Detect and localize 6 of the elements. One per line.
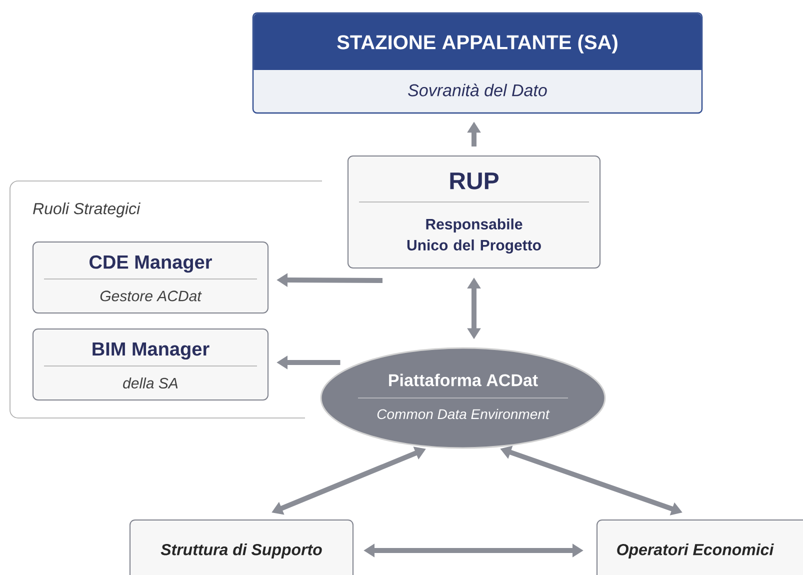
actor-box: Operatori Economici [596,520,803,575]
role-box: RUP Responsabile Unico del Progetto [348,156,600,268]
header-box: STAZIONE APPALTANTE (SA) Sovranità del Dato [252,12,703,114]
role-box: CDE Manager Gestore ACDat [32,242,268,314]
role-box: BIM Manager della SA [32,328,268,400]
actor-box: Struttura di Supporto [130,520,354,575]
